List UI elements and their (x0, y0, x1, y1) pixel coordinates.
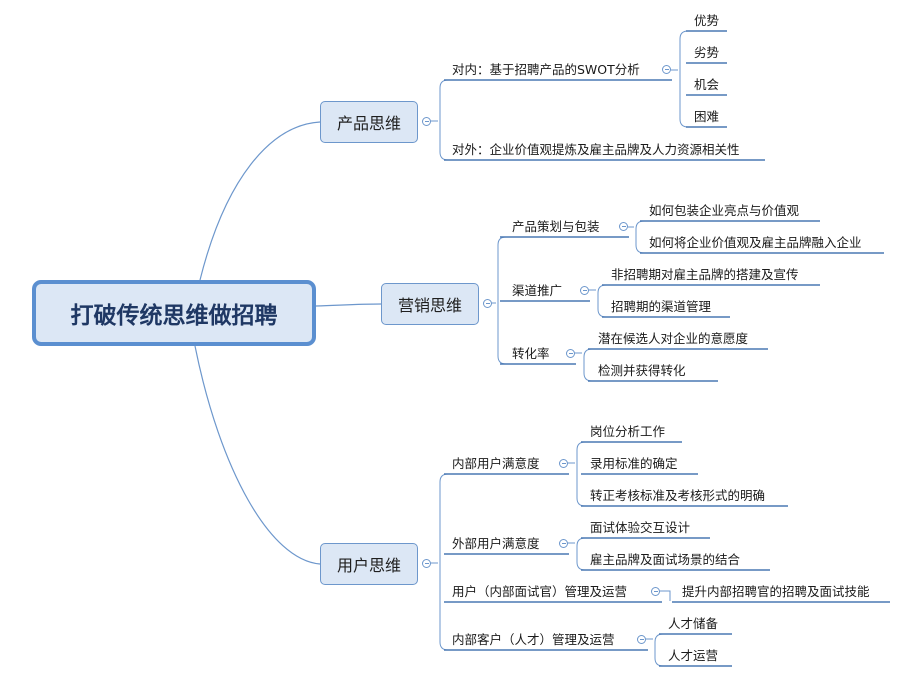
collapse-toggle-icon[interactable] (580, 286, 589, 295)
branch-product-thinking[interactable]: 产品思维 (320, 101, 418, 143)
leaf-probation-assessment[interactable]: 转正考核标准及考核形式的明确 (590, 488, 766, 503)
collapse-toggle-icon[interactable] (422, 117, 431, 126)
leaf-strength[interactable]: 优势 (694, 13, 720, 28)
topic-interviewer-management[interactable]: 用户（内部面试官）管理及运营 (452, 584, 628, 599)
leaf-integrate-values[interactable]: 如何将企业价值观及雇主品牌融入企业 (649, 235, 862, 250)
collapse-toggle-icon[interactable] (651, 587, 660, 596)
topic-channel-promotion[interactable]: 渠道推广 (512, 283, 563, 298)
branch-user-thinking[interactable]: 用户思维 (320, 543, 418, 585)
leaf-detect-convert[interactable]: 检测并获得转化 (598, 363, 686, 378)
leaf-opportunity[interactable]: 机会 (694, 77, 720, 92)
leaf-weakness[interactable]: 劣势 (694, 45, 720, 60)
leaf-package-highlights[interactable]: 如何包装企业亮点与价值观 (649, 203, 800, 218)
collapse-toggle-icon[interactable] (566, 349, 575, 358)
topic-conversion-rate[interactable]: 转化率 (512, 346, 550, 361)
leaf-hiring-standard[interactable]: 录用标准的确定 (590, 456, 678, 471)
root-to-marketing-curve (315, 303, 382, 307)
talent-bracket (654, 633, 664, 667)
root-node[interactable]: 打破传统思维做招聘 (32, 280, 316, 346)
leaf-channel-management[interactable]: 招聘期的渠道管理 (611, 299, 712, 314)
topic-external-values[interactable]: 对外：企业价值观提炼及雇主品牌及人力资源相关性 (452, 142, 740, 157)
collapse-toggle-icon[interactable] (662, 65, 671, 74)
collapse-toggle-icon[interactable] (619, 222, 628, 231)
leaf-interview-experience[interactable]: 面试体验交互设计 (590, 520, 691, 535)
collapse-toggle-icon[interactable] (559, 539, 568, 548)
topic-swot[interactable]: 对内：基于招聘产品的SWOT分析 (452, 62, 640, 77)
collapse-toggle-icon[interactable] (422, 559, 431, 568)
channel-bracket (597, 284, 607, 318)
topic-talent-management[interactable]: 内部客户（人才）管理及运营 (452, 632, 615, 647)
product-bracket (439, 79, 449, 161)
topic-external-satisfaction[interactable]: 外部用户满意度 (452, 536, 540, 551)
leaf-talent-operation[interactable]: 人才运营 (668, 648, 719, 663)
collapse-toggle-icon[interactable] (483, 299, 492, 308)
leaf-improve-interviewer-skills[interactable]: 提升内部招聘官的招聘及面试技能 (682, 584, 870, 599)
leaf-offseason-branding[interactable]: 非招聘期对雇主品牌的搭建及宣传 (611, 267, 799, 282)
branch-marketing-thinking[interactable]: 营销思维 (381, 283, 479, 325)
leaf-difficulty[interactable]: 困难 (694, 109, 720, 124)
user-bracket (439, 473, 449, 651)
swot-bracket (679, 30, 689, 128)
packaging-bracket (635, 220, 645, 254)
interviewer-connector (660, 590, 671, 601)
root-to-product-curve (199, 121, 321, 281)
collapse-toggle-icon[interactable] (637, 635, 646, 644)
root-to-user-curve (194, 345, 321, 565)
leaf-job-analysis[interactable]: 岗位分析工作 (590, 424, 666, 439)
collapse-toggle-icon[interactable] (559, 459, 568, 468)
conversion-bracket (583, 348, 593, 382)
topic-planning-packaging[interactable]: 产品策划与包装 (512, 219, 600, 234)
topic-internal-satisfaction[interactable]: 内部用户满意度 (452, 456, 540, 471)
external-bracket (576, 537, 586, 571)
leaf-candidate-willingness[interactable]: 潜在候选人对企业的意愿度 (598, 331, 749, 346)
leaf-brand-interview-scene[interactable]: 雇主品牌及面试场景的结合 (590, 552, 741, 567)
leaf-talent-reserve[interactable]: 人才储备 (668, 616, 719, 631)
